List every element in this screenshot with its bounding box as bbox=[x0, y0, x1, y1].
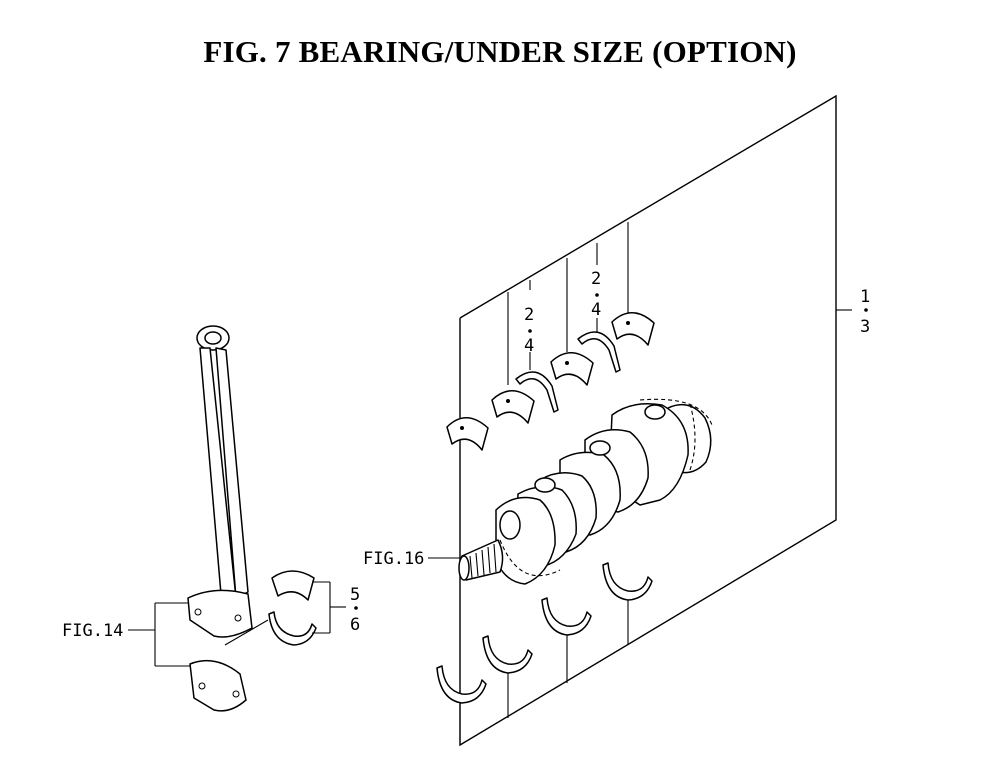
label-fig14: FIG.14 bbox=[62, 621, 123, 641]
label-4a: 4 bbox=[524, 336, 534, 356]
rod-bearing-upper bbox=[271, 570, 315, 601]
label-4b: 4 bbox=[591, 300, 601, 320]
label-separator-dot bbox=[354, 606, 358, 610]
label-5: 5 bbox=[350, 585, 360, 605]
thrust-washer-2 bbox=[577, 331, 621, 373]
label-3: 3 bbox=[860, 317, 870, 337]
rod-bearing-lower bbox=[268, 611, 317, 646]
label-fig16: FIG.16 bbox=[363, 549, 424, 569]
crankshaft bbox=[458, 398, 713, 585]
rod-cap bbox=[189, 659, 247, 712]
upper-main-bearing-2 bbox=[491, 390, 535, 424]
label-1: 1 bbox=[860, 287, 870, 307]
lower-main-bearing-1 bbox=[436, 665, 487, 704]
fig14-bracket bbox=[128, 602, 190, 667]
lower-leaders bbox=[459, 592, 629, 745]
lower-main-bearing-3 bbox=[541, 597, 592, 636]
label-6: 6 bbox=[350, 615, 360, 635]
lower-main-bearing-2 bbox=[482, 635, 533, 674]
label-2a: 2 bbox=[524, 305, 534, 325]
rod-center-line bbox=[224, 619, 269, 646]
bearing-5-6-bracket bbox=[312, 581, 346, 634]
label-separator-dot bbox=[595, 293, 599, 297]
upper-main-bearing-4 bbox=[611, 312, 655, 346]
thrust-washer-1 bbox=[515, 371, 559, 413]
lower-main-bearing-4 bbox=[602, 562, 653, 601]
upper-main-bearing-3 bbox=[550, 352, 594, 386]
connecting-rod bbox=[187, 325, 253, 638]
main-bracket bbox=[459, 94, 837, 747]
upper-main-bearing-1 bbox=[446, 417, 489, 451]
label-separator-dot bbox=[528, 329, 532, 333]
label-2b: 2 bbox=[591, 269, 601, 289]
figure-title: FIG. 7 BEARING/UNDER SIZE (OPTION) bbox=[203, 34, 797, 69]
upper-leaders bbox=[507, 222, 852, 385]
label-separator-dot bbox=[864, 308, 868, 312]
